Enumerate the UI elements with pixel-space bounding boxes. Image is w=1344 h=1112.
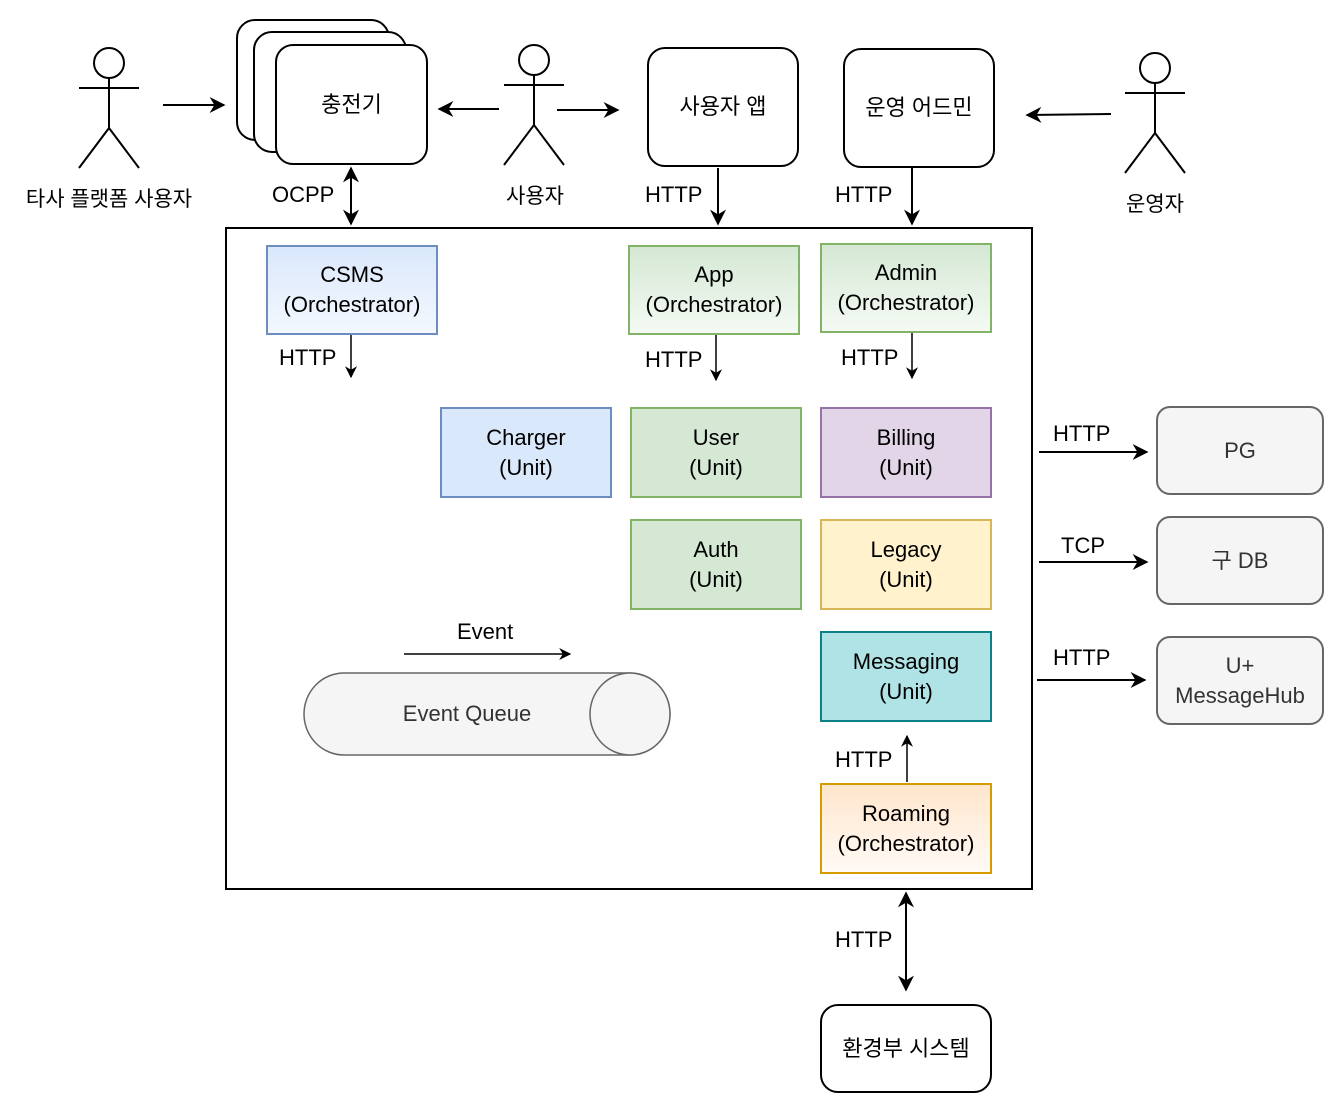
charger-unit[interactable]: Charger (Unit) (440, 407, 612, 498)
legacy-unit[interactable]: Legacy (Unit) (820, 519, 992, 610)
label-ocpp: OCPP (272, 182, 335, 207)
label-legacy-db-tcp: TCP (1061, 533, 1105, 558)
label-csms-http: HTTP (279, 345, 337, 370)
charger-node[interactable]: 충전기 (275, 44, 428, 165)
label-pg-http: HTTP (1053, 421, 1111, 446)
label-roaming-http: HTTP (835, 747, 893, 772)
label-messagehub-http: HTTP (1053, 645, 1111, 670)
roaming-orchestrator[interactable]: Roaming (Orchestrator) (820, 783, 992, 874)
auth-unit[interactable]: Auth (Unit) (630, 519, 802, 610)
actor-label-operator: 운영자 (1126, 193, 1184, 216)
user-app-node[interactable]: 사용자 앱 (647, 47, 799, 167)
legacy-db-system[interactable]: 구 DB (1156, 516, 1324, 605)
admin-orchestrator[interactable]: Admin (Orchestrator) (820, 243, 992, 333)
arrow-operator-to-admin (1025, 106, 1112, 123)
system-boundary (225, 227, 1033, 890)
label-event: Event (457, 619, 514, 644)
label-admin-http: HTTP (835, 182, 893, 207)
label-user-app-http: HTTP (645, 182, 703, 207)
ops-admin-node[interactable]: 운영 어드민 (843, 48, 995, 168)
label-app-orch-http: HTTP (645, 347, 703, 372)
actor-label-user: 사용자 (506, 185, 564, 208)
user-unit[interactable]: User (Unit) (630, 407, 802, 498)
label-admin-orch-http: HTTP (841, 345, 899, 370)
pg-system[interactable]: PG (1156, 406, 1324, 495)
actor-other-platform-user-icon (78, 47, 140, 169)
messaging-unit[interactable]: Messaging (Unit) (820, 631, 992, 722)
actor-label-other-platform-user: 타사 플랫폼 사용자 (25, 188, 193, 211)
billing-unit[interactable]: Billing (Unit) (820, 407, 992, 498)
messagehub-system[interactable]: U+ MessageHub (1156, 636, 1324, 725)
event-queue-label[interactable]: Event Queue (402, 701, 532, 726)
app-orchestrator[interactable]: App (Orchestrator) (628, 245, 800, 335)
env-ministry-system[interactable]: 환경부 시스템 (820, 1004, 992, 1093)
label-env-http: HTTP (835, 927, 893, 952)
csms-orchestrator[interactable]: CSMS (Orchestrator) (266, 245, 438, 335)
actor-operator-icon (1124, 52, 1186, 174)
actor-user-icon (503, 44, 565, 166)
